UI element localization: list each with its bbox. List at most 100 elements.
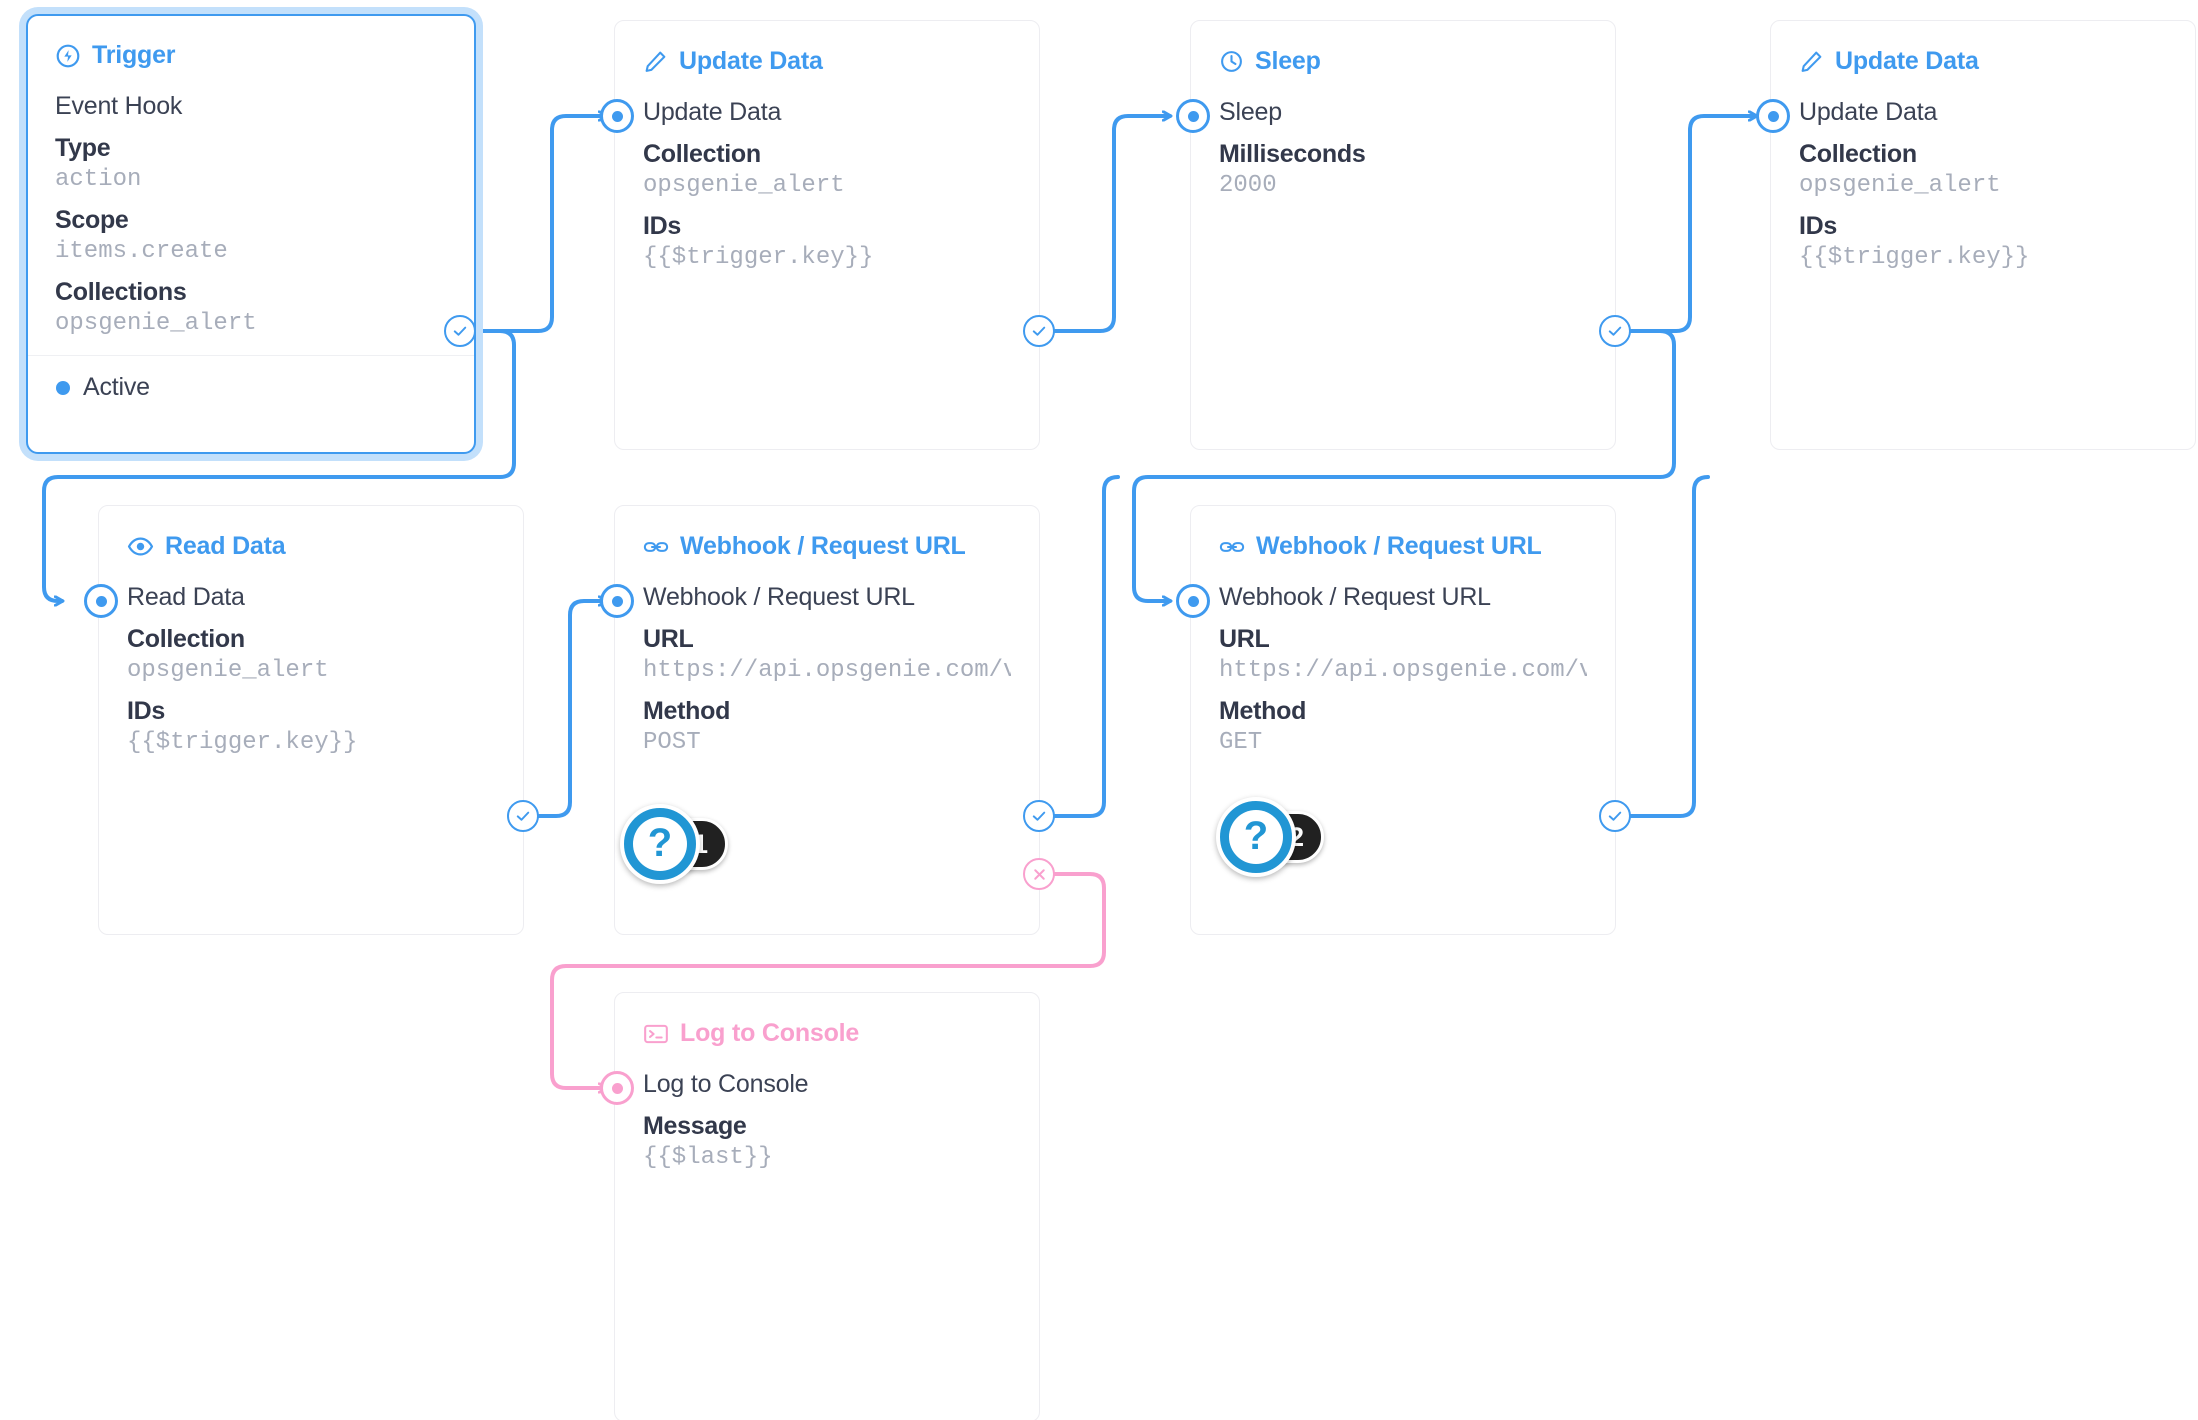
card-header-label: Log to Console (680, 1019, 860, 1047)
field-label: Milliseconds (1219, 140, 1366, 168)
card-header-update-data-2: Update Data (1799, 47, 2167, 76)
field-value: https://api.opsgenie.com/v… (643, 657, 1011, 684)
update-data-1-input-port[interactable] (600, 99, 634, 133)
trigger-resolve-port[interactable] (444, 315, 476, 347)
field-label: Collection (643, 140, 761, 168)
port-core (1187, 110, 1199, 122)
node-card-update-data-1[interactable]: Update Data Update Data Collection opsge… (614, 20, 1040, 450)
field-method: Method POST (643, 697, 1011, 756)
node-card-update-data-2[interactable]: Update Data Update Data Collection opsge… (1770, 20, 2196, 450)
pencil-icon (1799, 49, 1824, 74)
op-name: Sleep (1219, 98, 1282, 126)
card-header-label: Webhook / Request URL (680, 532, 966, 560)
node-card-sleep[interactable]: Sleep Sleep Milliseconds 2000 (1190, 20, 1616, 450)
field-value: opsgenie_alert (127, 657, 329, 684)
update-data-2-input-port[interactable] (1756, 99, 1790, 133)
field-value: https://api.opsgenie.com/v… (1219, 657, 1587, 684)
port-core (1187, 595, 1199, 607)
update-data-1-resolve-port[interactable] (1023, 315, 1055, 347)
field-label: Collections (55, 278, 187, 306)
card-header-update-data-1: Update Data (643, 47, 1011, 76)
hint-badge-1[interactable]: 1 ? (620, 804, 728, 884)
field-method: Method GET (1219, 697, 1587, 756)
sleep-resolve-port[interactable] (1599, 315, 1631, 347)
op-name: Log to Console (643, 1070, 809, 1098)
field-label: Collection (1799, 140, 1917, 168)
card-header-label: Trigger (92, 41, 176, 69)
status-dot-icon (56, 380, 70, 395)
clock-icon (1219, 49, 1244, 74)
node-card-log-to-console[interactable]: Log to Console Log to Console Message {{… (614, 992, 1040, 1420)
port-core (1767, 110, 1779, 122)
hint-question-circle-1[interactable]: ? (620, 804, 700, 884)
port-core (611, 110, 623, 122)
field-value: {{$trigger.key}} (1799, 244, 2030, 271)
field-ids: IDs {{$trigger.key}} (1799, 212, 2167, 271)
log-to-console-input-port[interactable] (600, 1071, 634, 1105)
field-value: items.create (55, 238, 228, 265)
trigger-op-name: Event Hook (55, 92, 183, 120)
check-icon (1032, 811, 1046, 821)
card-header-label: Webhook / Request URL (1256, 532, 1542, 560)
node-card-trigger[interactable]: Trigger Event Hook Type action Scope ite… (26, 14, 476, 454)
field-ids: IDs {{$trigger.key}} (643, 212, 1011, 271)
check-icon (516, 811, 530, 821)
check-icon (453, 326, 467, 336)
field-scope: Scope items.create (55, 206, 447, 265)
pencil-icon (643, 49, 668, 74)
close-icon (1033, 868, 1045, 880)
field-label: Method (643, 697, 731, 725)
field-collections: Collections opsgenie_alert (55, 278, 447, 337)
sleep-input-port[interactable] (1176, 99, 1210, 133)
op-name: Read Data (127, 583, 245, 611)
read-data-input-port[interactable] (84, 584, 118, 618)
port-core (95, 595, 107, 607)
card-header-webhook-post: Webhook / Request URL (643, 532, 1011, 561)
field-collection: Collection opsgenie_alert (1799, 140, 2167, 199)
hint-badge-2[interactable]: 2 ? (1216, 797, 1324, 877)
webhook-post-reject-port[interactable] (1023, 858, 1055, 890)
port-core (611, 1082, 623, 1094)
field-type: Type action (55, 134, 447, 193)
field-value: opsgenie_alert (55, 310, 257, 337)
webhook-post-input-port[interactable] (600, 584, 634, 618)
node-card-read-data[interactable]: Read Data Read Data Collection opsgenie_… (98, 505, 524, 935)
field-label: IDs (643, 212, 682, 240)
read-data-resolve-port[interactable] (507, 800, 539, 832)
port-core (611, 595, 623, 607)
webhook-post-resolve-port[interactable] (1023, 800, 1055, 832)
check-icon (1032, 326, 1046, 336)
field-value: opsgenie_alert (1799, 172, 2001, 199)
field-collection: Collection opsgenie_alert (127, 625, 495, 684)
webhook-get-resolve-port[interactable] (1599, 800, 1631, 832)
card-header-label: Sleep (1255, 47, 1321, 75)
hint-question-circle-2[interactable]: ? (1216, 797, 1296, 877)
field-milliseconds: Milliseconds 2000 (1219, 140, 1587, 199)
field-label: Message (643, 1112, 747, 1140)
link-icon (643, 534, 669, 560)
field-ids: IDs {{$trigger.key}} (127, 697, 495, 756)
field-value: {{$trigger.key}} (127, 729, 358, 756)
field-url: URL https://api.opsgenie.com/v… (1219, 625, 1587, 684)
op-name: Webhook / Request URL (643, 583, 915, 611)
card-header-log-to-console: Log to Console (643, 1019, 1011, 1048)
field-url: URL https://api.opsgenie.com/v… (643, 625, 1011, 684)
link-icon (1219, 534, 1245, 560)
card-header-label: Update Data (1835, 47, 1979, 75)
status-label: Active (83, 373, 150, 401)
field-label: URL (1219, 625, 1270, 653)
eye-icon (127, 533, 154, 560)
field-value: {{$trigger.key}} (643, 244, 874, 271)
op-name: Update Data (643, 98, 782, 126)
op-name: Webhook / Request URL (1219, 583, 1491, 611)
card-header-label: Update Data (679, 47, 823, 75)
field-message: Message {{$last}} (643, 1112, 1011, 1171)
card-header-label: Read Data (165, 532, 286, 560)
check-icon (1608, 326, 1622, 336)
field-label: URL (643, 625, 694, 653)
check-icon (1608, 811, 1622, 821)
field-value: opsgenie_alert (643, 172, 845, 199)
question-mark-icon: ? (1229, 810, 1283, 864)
webhook-get-input-port[interactable] (1176, 584, 1210, 618)
